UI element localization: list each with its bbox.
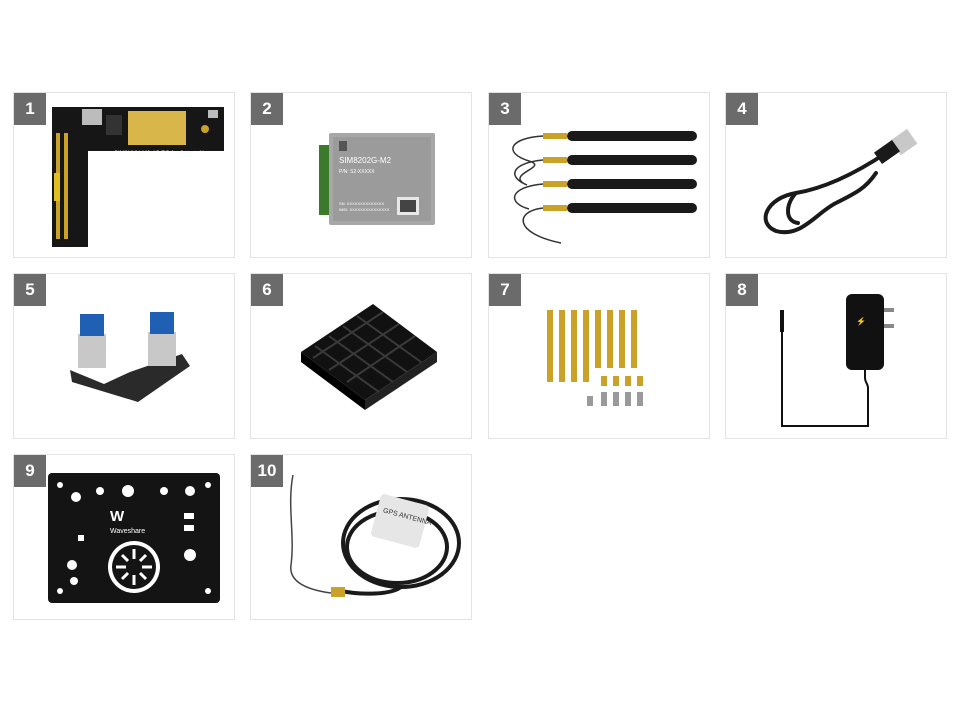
item-number-badge: 10 bbox=[251, 455, 283, 487]
standoffs-screws-icon bbox=[547, 310, 643, 406]
adapter-board-icon: SIM8XXX-M2 4G/5G for Jetson Nano bbox=[52, 107, 224, 247]
brand-label: Waveshare bbox=[110, 528, 145, 535]
item-number-badge: 6 bbox=[251, 274, 283, 306]
usb-cable-icon bbox=[763, 128, 918, 235]
item-card-4[interactable]: 4 bbox=[725, 92, 947, 258]
gps-antenna-icon: GPS ANTENNA bbox=[289, 474, 461, 597]
item-number-badge: 7 bbox=[489, 274, 521, 306]
item-card-6[interactable]: 6 bbox=[250, 273, 472, 439]
item-card-5[interactable]: 5 bbox=[13, 273, 235, 439]
item-number-badge: 5 bbox=[14, 274, 46, 306]
item-card-7[interactable]: 7 bbox=[488, 273, 710, 439]
antennas-icon bbox=[512, 131, 697, 244]
item-number-badge: 2 bbox=[251, 93, 283, 125]
usb-connector-icon bbox=[70, 312, 190, 402]
svg-text:W: W bbox=[110, 508, 125, 525]
item-number-badge: 3 bbox=[489, 93, 521, 125]
board-caption: SIM8XXX-M2 4G/5G for Jetson Nano bbox=[114, 151, 214, 157]
item-card-2[interactable]: SIM8202G-M2 P/N: S2-XXXXX SN: XXXXXXXXXX… bbox=[250, 92, 472, 258]
5g-module-icon: SIM8202G-M2 P/N: S2-XXXXX SN: XXXXXXXXXX… bbox=[319, 133, 435, 225]
svg-text:⚡: ⚡ bbox=[856, 316, 866, 326]
item-number-badge: 4 bbox=[726, 93, 758, 125]
module-title: SIM8202G-M2 bbox=[339, 156, 392, 165]
power-adapter-icon: ⚡ bbox=[780, 294, 894, 427]
item-number-badge: 9 bbox=[14, 455, 46, 487]
item-card-8[interactable]: ⚡ 8 bbox=[725, 273, 947, 439]
module-sn: SN: XXXXXXXXXXXXXX bbox=[339, 201, 384, 206]
item-number-badge: 1 bbox=[14, 93, 46, 125]
heatsink-icon bbox=[301, 304, 437, 410]
item-card-1[interactable]: SIM8XXX-M2 4G/5G for Jetson Nano 1 bbox=[13, 92, 235, 258]
item-card-9[interactable]: W Waveshare 9 bbox=[13, 454, 235, 620]
module-imei: IMEI: XXXXXXXXXXXXXXX bbox=[339, 207, 390, 212]
mounting-plate-icon: W Waveshare bbox=[48, 473, 220, 603]
item-card-10[interactable]: GPS ANTENNA 10 bbox=[250, 454, 472, 620]
module-pn: P/N: S2-XXXXX bbox=[339, 169, 375, 175]
item-number-badge: 8 bbox=[726, 274, 758, 306]
item-card-3[interactable]: 3 bbox=[488, 92, 710, 258]
